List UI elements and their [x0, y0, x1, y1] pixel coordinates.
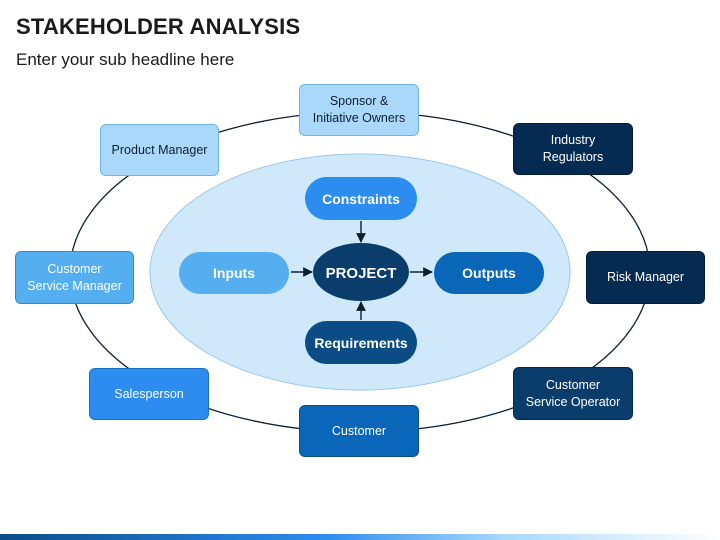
- inputs-node: Inputs: [179, 252, 289, 294]
- stakeholder-customer-service-manager: Customer Service Manager: [15, 251, 134, 304]
- stakeholder-customer: Customer: [299, 405, 419, 457]
- page-title: STAKEHOLDER ANALYSIS: [16, 14, 301, 39]
- stakeholder-salesperson: Salesperson: [89, 368, 209, 420]
- stakeholder-industry-regulators: Industry Regulators: [513, 123, 633, 175]
- constraints-node: Constraints: [305, 177, 417, 220]
- page-subtitle: Enter your sub headline here: [16, 50, 235, 69]
- project-node-label: PROJECT: [325, 264, 397, 282]
- requirements-node: Requirements: [305, 321, 417, 364]
- footer-accent-bar: [0, 534, 720, 540]
- project-node-shape: [313, 243, 409, 301]
- stakeholder-sponsor: Sponsor & Initiative Owners: [299, 84, 419, 136]
- stakeholder-product-manager: Product Manager: [100, 124, 219, 176]
- stakeholder-customer-service-operator: Customer Service Operator: [513, 367, 633, 420]
- outputs-node: Outputs: [434, 252, 544, 294]
- stakeholder-risk-manager: Risk Manager: [586, 251, 705, 304]
